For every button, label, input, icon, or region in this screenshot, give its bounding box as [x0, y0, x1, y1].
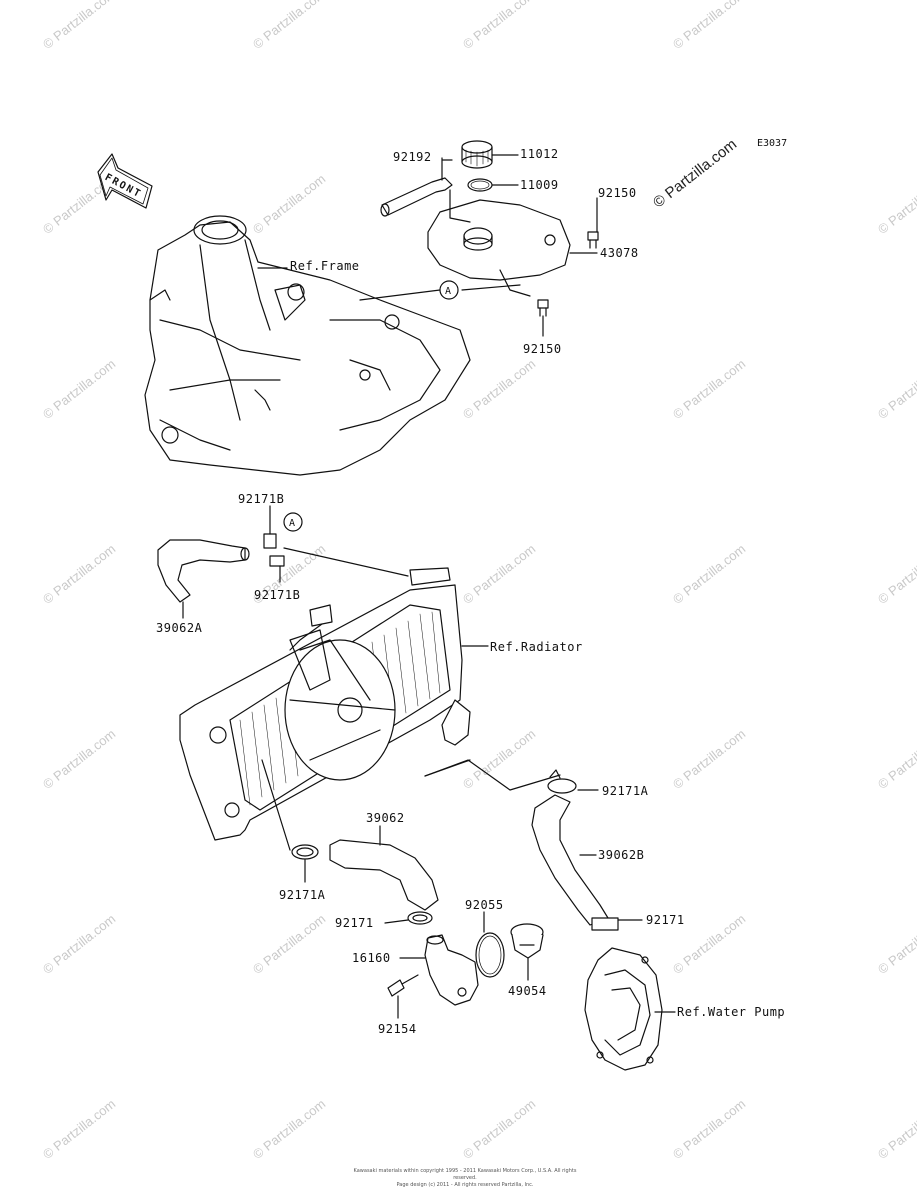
part-label-39062[interactable]: 39062: [366, 811, 405, 825]
breather-hose-drawing: [380, 177, 453, 217]
diagram-code: E3037: [757, 138, 788, 149]
clamp-drawing: [547, 769, 577, 794]
part-label-92055[interactable]: 92055: [465, 898, 504, 912]
thermostat-cover-drawing: [424, 934, 479, 1006]
part-label-92192[interactable]: 92192: [393, 150, 432, 164]
bolt-drawing: [587, 231, 599, 249]
part-label-11009[interactable]: 11009: [520, 178, 559, 192]
part-label-16160[interactable]: 16160: [352, 951, 391, 965]
water-pump-drawing: [584, 947, 663, 1071]
clamp-drawing: [291, 844, 319, 860]
hose-39062-drawing: [329, 839, 439, 911]
part-label-39062B[interactable]: 39062B: [598, 848, 645, 862]
part-label-92171[interactable]: 92171: [646, 913, 685, 927]
copyright-line: Kawasaki materials within copyright 1995…: [353, 1168, 577, 1181]
hose-39062A-drawing: [157, 539, 250, 603]
part-label-92171A[interactable]: 92171A: [279, 888, 326, 902]
ref-water-pump-label: Ref.Water Pump: [677, 1005, 786, 1019]
part-label-92150[interactable]: 92150: [598, 186, 637, 200]
clamp-drawing: [407, 911, 433, 925]
reservoir-tank-drawing: [427, 199, 571, 297]
radiator-drawing: [179, 567, 471, 841]
frame-drawing: [144, 215, 471, 476]
part-label-92171B[interactable]: 92171B: [254, 588, 301, 602]
ref-frame-label: Ref.Frame: [290, 259, 360, 273]
ref-radiator-label: Ref.Radiator: [490, 640, 583, 654]
copyright-notice: Kawasaki materials within copyright 1995…: [350, 1168, 580, 1189]
cap-drawing: [461, 140, 493, 169]
callout-marker-a: A: [445, 286, 451, 297]
part-label-92154[interactable]: 92154: [378, 1022, 417, 1036]
part-label-43078[interactable]: 43078: [600, 246, 639, 260]
part-label-39062A[interactable]: 39062A: [156, 621, 203, 635]
part-label-92171A[interactable]: 92171A: [602, 784, 649, 798]
o-ring-drawing: [475, 932, 505, 978]
clamp-drawing: [269, 555, 285, 567]
hose-39062B-drawing: [531, 794, 609, 926]
part-label-11012[interactable]: 11012: [520, 147, 559, 161]
bolt-drawing: [537, 299, 549, 317]
part-label-49054[interactable]: 49054: [508, 984, 547, 998]
callout-marker-a: A: [289, 518, 295, 529]
clamp-drawing: [591, 917, 619, 931]
bolt-drawing: [387, 974, 419, 997]
part-label-92171[interactable]: 92171: [335, 916, 374, 930]
thermostat-drawing: [510, 923, 544, 959]
clamp-drawing: [263, 533, 277, 549]
copyright-line: Page design (c) 2011 - All rights reserv…: [396, 1182, 534, 1188]
front-arrow-icon: [97, 153, 153, 209]
part-label-92150[interactable]: 92150: [523, 342, 562, 356]
part-label-92171B[interactable]: 92171B: [238, 492, 285, 506]
